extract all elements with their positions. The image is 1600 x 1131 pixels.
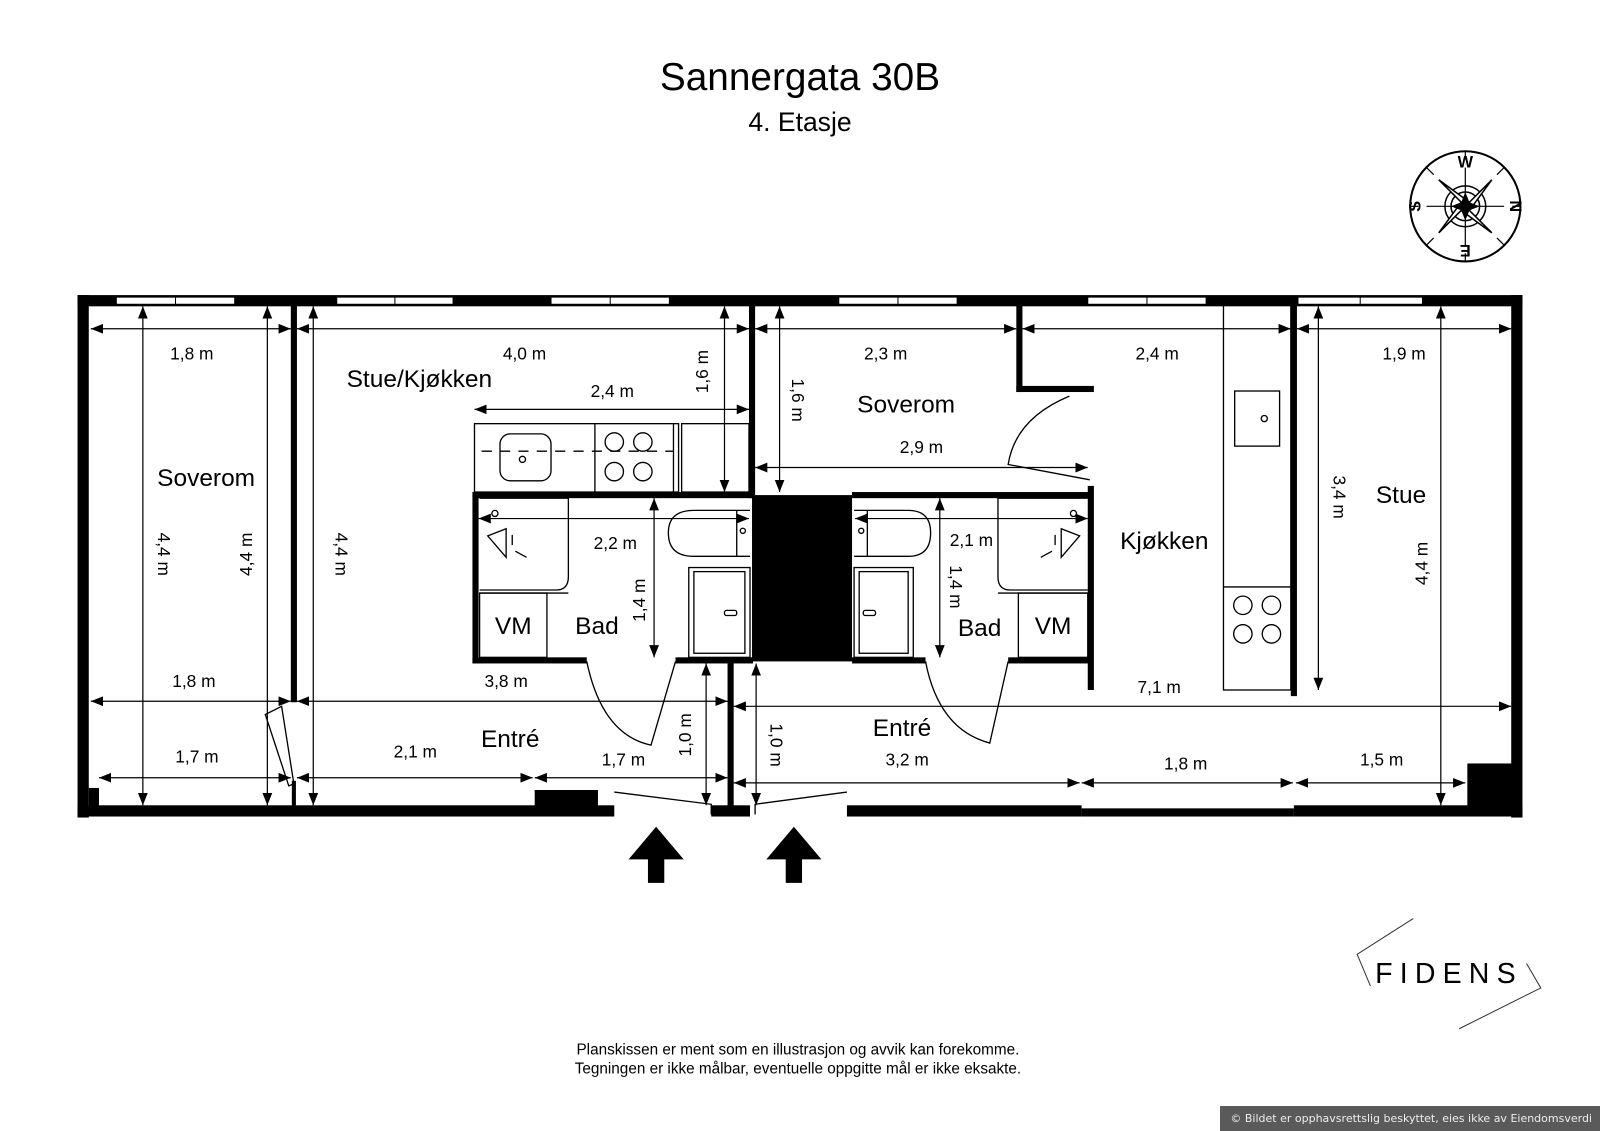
dim-label: 1,7 m <box>175 746 218 766</box>
dim-label: 1,4 m <box>629 579 649 622</box>
compass-e: E <box>1460 241 1471 259</box>
dim-label: 2,2 m <box>594 533 637 553</box>
room-entre-left: Entré <box>481 726 539 753</box>
dimension-lines <box>90 306 1512 806</box>
dim-label: 2,9 m <box>900 437 943 457</box>
dim-label: 3,2 m <box>885 750 928 770</box>
disclaimer-line-1: Planskissen er ment som en illustrasjon … <box>576 1041 1019 1058</box>
dim-label: 1,4 m <box>946 565 966 608</box>
floor-label: 4. Etasje <box>748 107 851 137</box>
arrow-up-icon <box>628 826 684 883</box>
room-soverom-right: Soverom <box>857 391 955 418</box>
compass-s: S <box>1406 201 1424 212</box>
room-stue: Stue <box>1376 482 1426 509</box>
room-kjokken: Kjøkken <box>1120 528 1208 555</box>
dim-label: 1,8 m <box>170 343 213 363</box>
room-labels: Soverom Stue/Kjøkken Soverom Kjøkken Stu… <box>157 366 1426 753</box>
dim-label: 1,6 m <box>692 350 712 393</box>
dimension-labels: 1,8 m 4,0 m 2,4 m 1,6 m 1,6 m 2,3 m 2,4 … <box>154 343 1431 773</box>
room-soverom-left: Soverom <box>157 465 255 492</box>
dim-label: 3,8 m <box>484 671 527 691</box>
room-vm-left: VM <box>495 613 532 640</box>
dim-label: 3,4 m <box>1330 475 1350 518</box>
dim-label: 2,3 m <box>864 343 907 363</box>
disclaimer-line-2: Tegningen er ikke målbar, eventuelle opp… <box>575 1061 1021 1078</box>
dim-label: 7,1 m <box>1138 677 1181 697</box>
dim-label: 2,1 m <box>394 741 437 761</box>
room-stue-kjokken: Stue/Kjøkken <box>347 366 493 393</box>
compass-rose-icon: W N E S <box>1406 150 1524 263</box>
dim-label: 1,0 m <box>675 713 695 756</box>
dim-label: 4,0 m <box>503 343 546 363</box>
walls <box>77 295 1523 818</box>
room-bad-right: Bad <box>958 615 1002 642</box>
dim-label: 1,8 m <box>172 671 215 691</box>
logo-text: FIDENS <box>1375 958 1523 990</box>
dim-label: 4,4 m <box>332 533 352 576</box>
dim-label: 1,0 m <box>766 723 786 766</box>
dim-label: 1,6 m <box>788 379 808 422</box>
arrow-up-icon <box>766 826 822 883</box>
dim-label: 1,7 m <box>602 750 645 770</box>
dim-label: 4,4 m <box>236 533 256 576</box>
fidens-logo: FIDENS <box>1356 918 1542 1030</box>
dim-label: 1,5 m <box>1360 750 1403 770</box>
room-bad-left: Bad <box>575 613 619 640</box>
dim-label: 1,9 m <box>1382 343 1425 363</box>
dim-label: 2,1 m <box>950 530 993 550</box>
dim-label: 2,4 m <box>591 381 634 401</box>
compass-n: N <box>1506 200 1524 212</box>
dim-label: 2,4 m <box>1135 343 1178 363</box>
plan-title: Sannergata 30B <box>660 56 940 99</box>
room-vm-right: VM <box>1035 613 1072 640</box>
dim-label: 4,4 m <box>1412 542 1432 585</box>
copyright-watermark: © Bildet er opphavsrettslig beskyttet, e… <box>1220 1106 1600 1131</box>
compass-w: W <box>1458 154 1474 172</box>
room-entre-right: Entré <box>873 715 931 742</box>
dim-label: 1,8 m <box>1164 754 1207 774</box>
fixtures <box>264 303 1292 815</box>
dim-label: 4,4 m <box>154 533 174 576</box>
